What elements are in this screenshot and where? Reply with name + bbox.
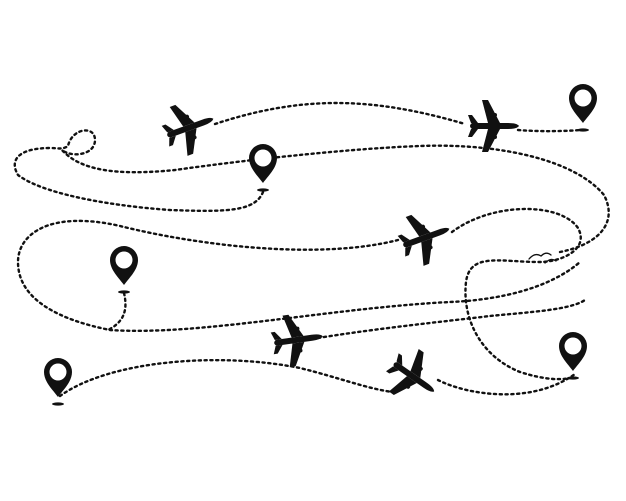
birds-icon (528, 252, 557, 264)
location-pins (44, 84, 597, 406)
location-pin-icon (559, 332, 587, 380)
route-top (213, 101, 584, 133)
airplane-icon (156, 94, 223, 161)
route-middle (16, 219, 582, 333)
route-lower-loop (450, 207, 582, 381)
location-pin-icon (44, 358, 72, 406)
airplane-icon (392, 204, 459, 271)
route-left-pin (106, 291, 127, 332)
route-bottom (58, 358, 577, 398)
routes (13, 101, 610, 398)
route-upper-loop (13, 129, 610, 254)
airplanes (156, 94, 519, 413)
airplane-icon (377, 340, 450, 413)
location-pin-icon (110, 246, 138, 294)
location-pin-icon (249, 144, 277, 192)
location-pin-icon (569, 84, 597, 132)
route-lower-right (316, 298, 587, 340)
airplane-icon (468, 100, 519, 152)
